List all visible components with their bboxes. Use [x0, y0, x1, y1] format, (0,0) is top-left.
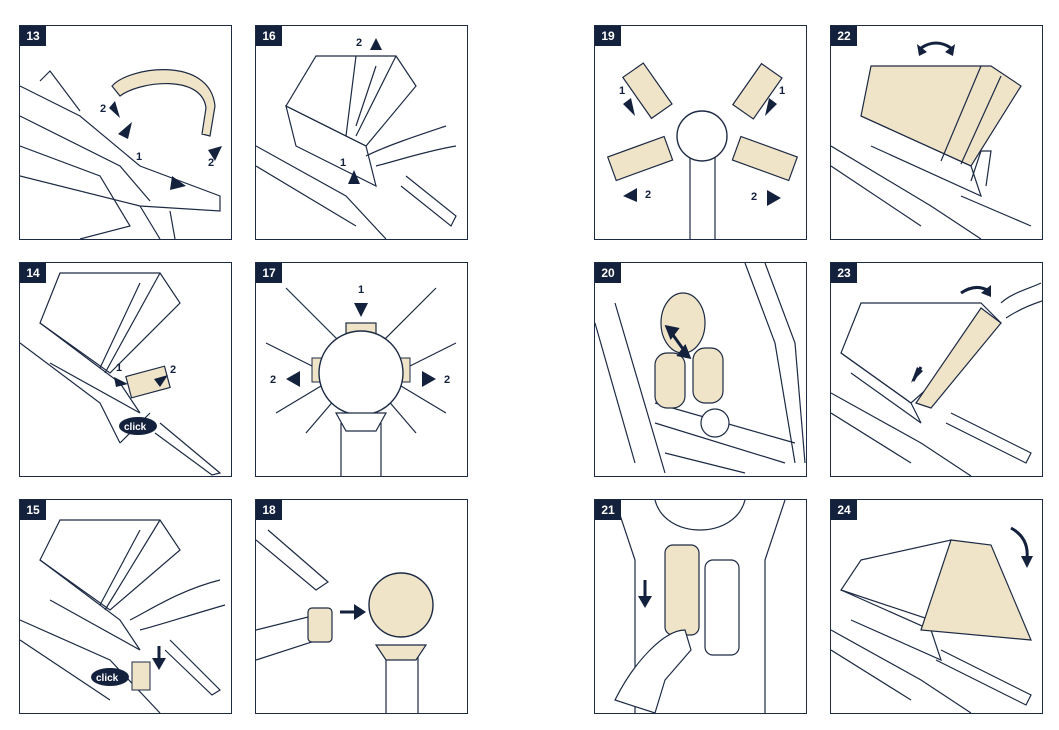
step-panel-22: 22	[830, 25, 1043, 240]
step-panel-20: 20	[594, 262, 807, 477]
canopy-fold-illustration	[831, 282, 1042, 476]
step-label: 1	[116, 362, 122, 374]
step-number: 21	[595, 500, 621, 520]
canopy-extend-illustration	[831, 526, 1033, 713]
step-number: 23	[831, 263, 857, 283]
click-badge: click	[91, 668, 129, 686]
step-label: 2	[100, 103, 106, 115]
step-panel-13: 13 2 1 2	[19, 25, 232, 240]
step-number: 17	[256, 263, 282, 283]
click-badge: click	[119, 417, 157, 435]
step-number: 18	[256, 500, 282, 520]
harness-buckle-illustration: 1 1 2 2	[606, 62, 799, 239]
shoulder-pad-adjust-illustration	[595, 263, 806, 474]
step-panel-21: 21	[594, 499, 807, 714]
step-panel-17: 17 1 2 2	[255, 262, 468, 477]
step-label: 2	[270, 374, 276, 386]
harness-connect-illustration	[256, 529, 434, 713]
step-panel-15: 15 click	[19, 499, 232, 714]
step-panel-18: 18	[255, 499, 468, 714]
step-number: 19	[595, 26, 621, 46]
step-label: 2	[170, 364, 176, 376]
step-label: 2	[208, 157, 214, 169]
shoulder-pad-remove-illustration	[614, 500, 786, 713]
step-panel-14: 14 1 2 click	[19, 262, 232, 477]
step-panel-16: 16 2 1	[255, 25, 468, 240]
bumper-bar-removal-illustration: 2 1 2	[20, 69, 222, 239]
step-label: 1	[136, 151, 142, 163]
step-number: 22	[831, 26, 857, 46]
svg-text:click: click	[96, 673, 119, 684]
step-label: 1	[340, 157, 346, 169]
step-number: 15	[20, 500, 46, 520]
step-number: 14	[20, 263, 46, 283]
step-number: 13	[20, 26, 46, 46]
harness-buckle-detail-illustration: 1 2 2	[265, 284, 457, 476]
step-number: 24	[831, 500, 857, 520]
step-panel-24: 24	[830, 499, 1043, 714]
step-number: 20	[595, 263, 621, 283]
step-number: 16	[256, 26, 282, 46]
step-label: 2	[356, 37, 362, 49]
step-label: 2	[645, 189, 651, 201]
seat-unit-attach-illustration: click	[20, 519, 226, 713]
step-panel-23: 23	[830, 262, 1043, 477]
step-label: 2	[444, 374, 450, 386]
step-label: 1	[619, 85, 625, 97]
step-label: 2	[751, 191, 757, 203]
step-label: 1	[779, 85, 785, 97]
step-label: 1	[358, 284, 364, 296]
step-panel-19: 19 1 1 2 2	[594, 25, 807, 240]
canopy-removal-illustration: 2 1	[256, 37, 457, 239]
seat-unit-release-illustration: 1 2 click	[20, 272, 222, 476]
svg-text:click: click	[124, 422, 147, 433]
canopy-rotate-illustration	[831, 41, 1032, 239]
